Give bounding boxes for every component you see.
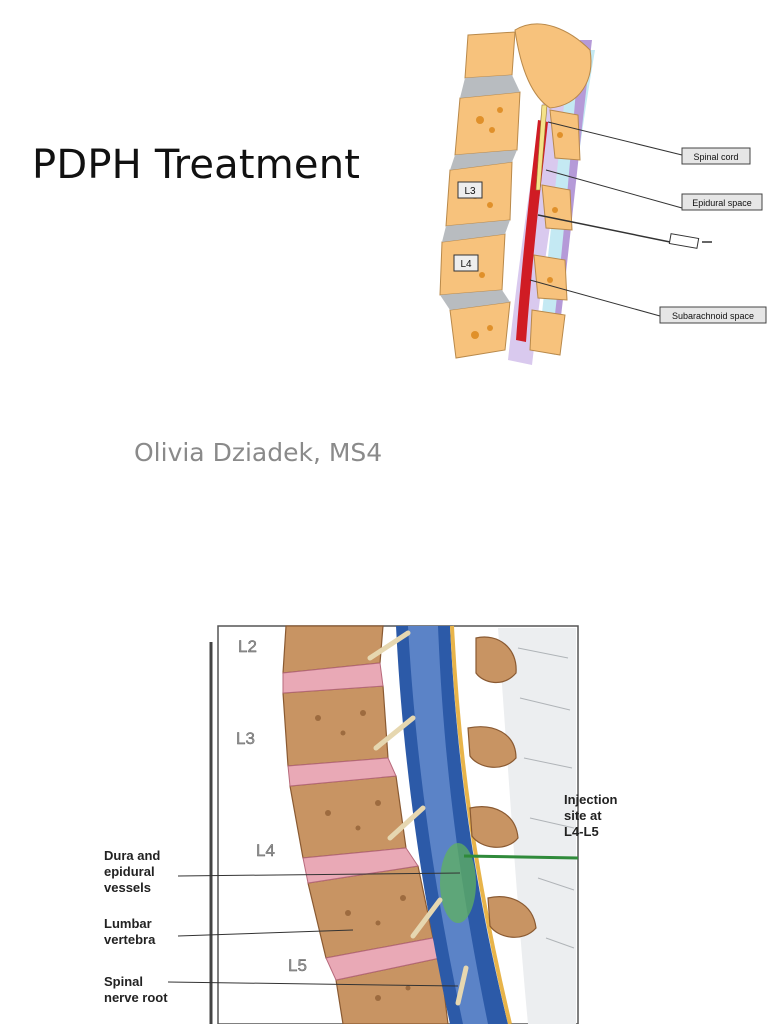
vertebra-body [464,31,516,79]
spinous-process [487,896,537,938]
label-dura-epidural-vessels: Dura and epidural vessels [104,848,164,895]
vertebra-body [289,775,407,859]
callout-subarachnoid-space: Subarachnoid space [672,311,754,321]
nerve-root [367,630,411,661]
spinous-process [549,109,581,161]
intervertebral-disc [287,757,397,787]
callout-line [529,279,661,317]
vertebra-label-l4: L4 [460,259,472,270]
posterior-ligament [498,628,576,1024]
callout-epidural-space: Epidural space [692,198,752,208]
vertebra-label-l3: L3 [236,729,255,748]
vertebra-body [449,301,511,359]
injectate-spread [440,843,476,923]
spinous-process [469,806,519,848]
label-box-l4 [453,254,479,272]
vertebra-label-l3: L3 [464,186,476,197]
spinous-process [541,184,573,231]
spinous-process [529,309,566,356]
spinous-process [467,726,517,768]
nerve-root [387,805,426,841]
injection-needle [463,854,579,860]
slide-title: PDPH Treatment [32,142,361,188]
label-lumbar-vertebra: Lumbar vertebra [104,916,156,947]
spinous-process [475,636,517,683]
slide-author: Olivia Dziadek, MS4 [134,438,383,467]
intervertebral-disc [450,150,517,170]
nerve-root [455,965,469,1006]
needle [537,214,671,243]
injection-site-label: Injection site at L4-L5 [564,792,621,839]
nerve-root [410,897,443,939]
vertebra-body [454,91,521,156]
nerve-root [373,715,416,751]
callout-line [547,121,683,156]
callout-line [167,981,459,987]
vertebra-label-l5: L5 [288,956,307,975]
intervertebral-disc [460,75,520,98]
ligamentum-flavum [450,625,512,1024]
callout-box [681,147,751,165]
intervertebral-disc [442,220,510,242]
callout-line [177,929,354,937]
intervertebral-disc [440,290,510,310]
callout-line [177,872,461,877]
syringe [668,233,700,249]
vertebra-label-l4: L4 [256,841,275,860]
callout-box [659,306,767,324]
vertebra-label-l2: L2 [238,637,257,656]
spine-injection-diagram: L3 L4 Spinal cord Epidural space Subarac… [439,23,767,365]
label-spinal-nerve-root: Spinal nerve root [104,974,168,1005]
vertebra-body [282,685,389,767]
callout-line [545,169,683,209]
callout-spinal-cord: Spinal cord [693,152,738,162]
lumbar-spine-illustration: L2 L3 L4 L5 Injection site at L4-L5 Dura… [104,625,621,1024]
callout-box [681,193,763,211]
label-box-l3 [457,181,483,199]
intervertebral-disc [282,662,384,694]
skull-base [514,23,592,109]
